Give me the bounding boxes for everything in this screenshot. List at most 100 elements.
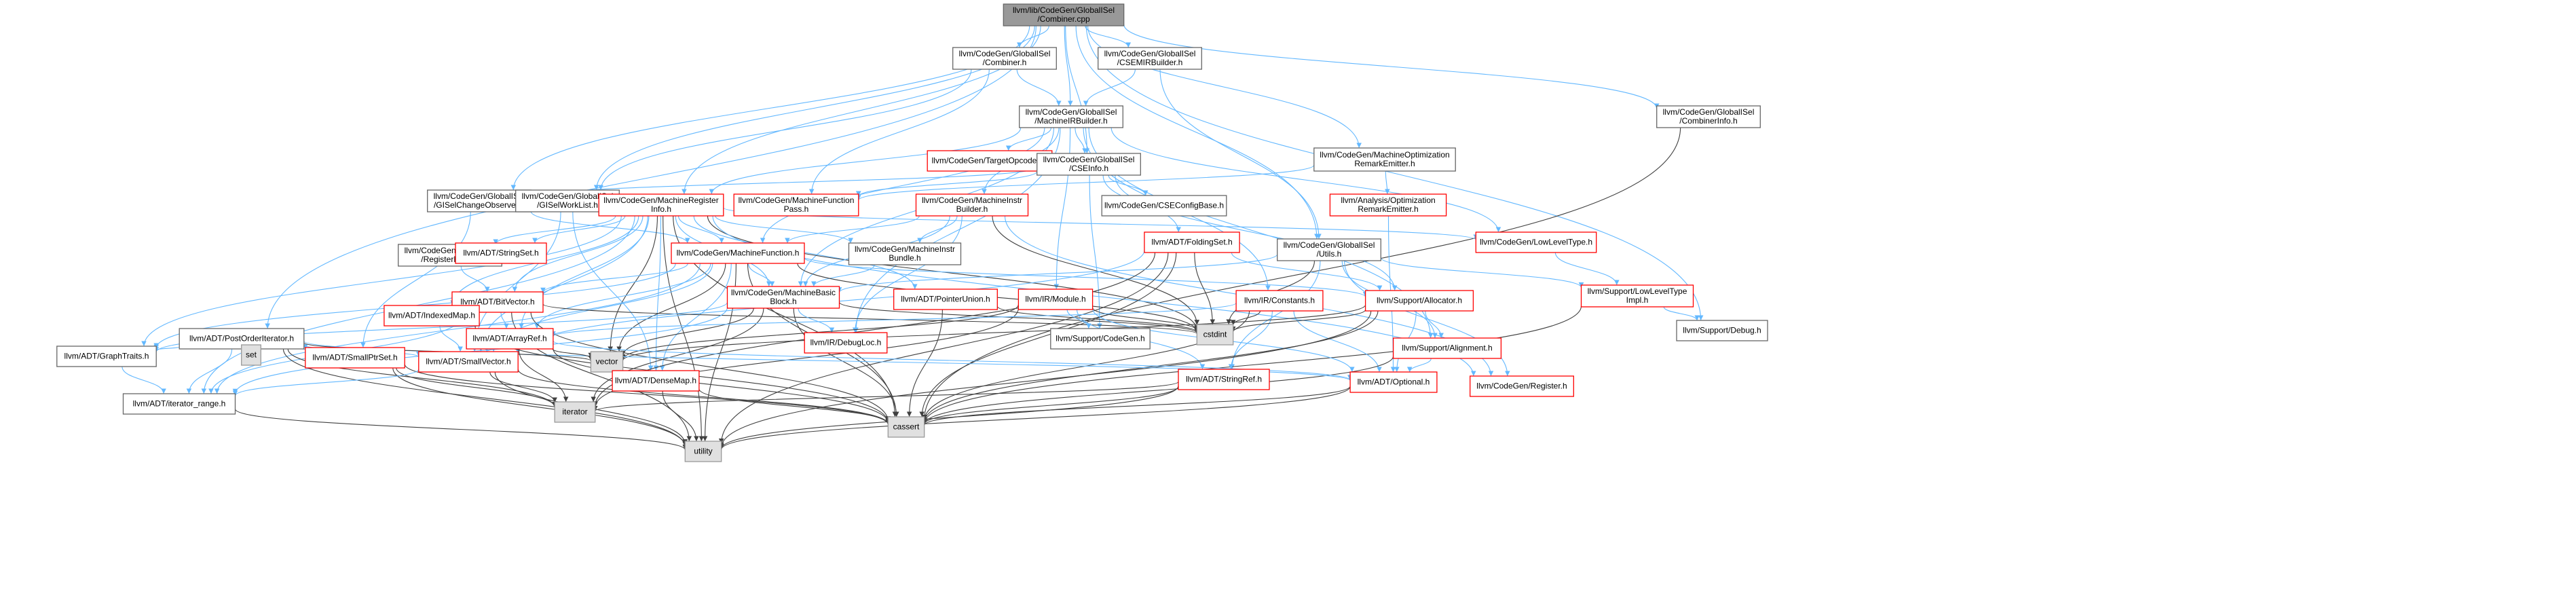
node-combinerinfo[interactable]: llvm/CodeGen/GlobalISel/CombinerInfo.h <box>1656 105 1761 128</box>
node-label-ptrunion-0: llvm/ADT/PointerUnion.h <box>901 295 990 304</box>
node-constants[interactable]: llvm/IR/Constants.h <box>1235 290 1324 312</box>
edge-densemap-to-cassert <box>698 388 891 424</box>
node-label-utils-1: /Utils.h <box>1317 249 1342 259</box>
node-label-postorder-0: llvm/ADT/PostOrderIterator.h <box>189 334 294 343</box>
node-stringset[interactable]: llvm/ADT/StringSet.h <box>455 242 547 264</box>
edge-module-to-vector <box>620 304 1019 360</box>
node-mopt[interactable]: llvm/CodeGen/MachineOptimizationRemarkEm… <box>1313 147 1456 172</box>
node-bitvector[interactable]: llvm/ADT/BitVector.h <box>451 291 544 313</box>
edge-arrayref-to-vector <box>552 348 594 358</box>
node-box-root <box>1003 3 1125 26</box>
edge-mirbuilder-to-lowlevel <box>1110 127 1501 233</box>
edge-mri-to-mf <box>677 215 724 244</box>
edge-cseinfo-to-supcodegen <box>1089 174 1102 329</box>
node-targetopcodes[interactable]: llvm/CodeGen/TargetOpcodes.h <box>927 150 1053 172</box>
node-debug[interactable]: llvm/Support/Debug.h <box>1676 320 1768 341</box>
edge-mri-to-stringset <box>532 215 626 244</box>
node-label-allocator-0: llvm/Support/Allocator.h <box>1377 296 1462 305</box>
node-densemap[interactable]: llvm/ADT/DenseMap.h <box>612 370 700 392</box>
node-csecfg[interactable]: llvm/CodeGen/CSEConfigBase.h <box>1101 195 1227 217</box>
node-box-mbb <box>726 286 840 309</box>
node-box-mri <box>598 193 724 217</box>
node-mf[interactable]: llvm/CodeGen/MachineFunction.h <box>671 242 805 264</box>
edge-optional-to-utility <box>719 386 1351 450</box>
edge-changeobs-to-mf <box>530 211 690 244</box>
edge-mopt-to-analysisopt <box>1384 170 1390 195</box>
node-analysisopt[interactable]: llvm/Analysis/OptimizationRemarkEmitter.… <box>1329 193 1447 217</box>
node-lowlevel[interactable]: llvm/CodeGen/LowLevelType.h <box>1475 231 1597 253</box>
edge-module-to-supcodegen <box>1066 309 1091 329</box>
node-root[interactable]: llvm/lib/CodeGen/GlobalISel/Combiner.cpp <box>1003 3 1125 26</box>
node-smallptrset[interactable]: llvm/ADT/SmallPtrSet.h <box>305 347 405 369</box>
edge-cseinfo-to-mfpass <box>856 171 1038 197</box>
node-label-mopt-1: RemarkEmitter.h <box>1354 159 1415 168</box>
edge-graphtraits-to-iterrange <box>122 366 166 394</box>
node-combiner_h[interactable]: llvm/CodeGen/GlobalISel/Combiner.h <box>952 47 1057 70</box>
node-label-stringref-0: llvm/ADT/StringRef.h <box>1186 375 1262 384</box>
dependency-nodes: llvm/lib/CodeGen/GlobalISel/Combiner.cpp… <box>56 3 1768 462</box>
node-box-utility <box>684 441 722 462</box>
edge-constants-to-stringref <box>1228 310 1273 370</box>
edge-root-to-combinerinfo <box>1123 24 1660 109</box>
node-label-changeobs-0: llvm/CodeGen/GlobalISel <box>434 191 525 201</box>
node-vector[interactable]: vector <box>590 351 624 373</box>
node-worklist[interactable]: llvm/CodeGen/GlobalISel/GISelWorkList.h <box>515 189 620 212</box>
node-foldingset[interactable]: llvm/ADT/FoldingSet.h <box>1144 231 1240 253</box>
node-graphtraits[interactable]: llvm/ADT/GraphTraits.h <box>56 346 157 367</box>
node-alignment[interactable]: llvm/Support/Alignment.h <box>1392 337 1502 359</box>
node-box-supcodegen <box>1050 328 1151 350</box>
edge-mf-to-arrayref <box>534 263 711 329</box>
edge-lltimpl-to-debug <box>1663 306 1700 321</box>
node-module[interactable]: llvm/IR/Module.h <box>1018 288 1094 310</box>
edge-arrayref-to-iterator <box>518 348 569 403</box>
node-utils[interactable]: llvm/CodeGen/GlobalISel/Utils.h <box>1277 238 1381 261</box>
node-label-lltimpl-1: Impl.h <box>1626 295 1649 305</box>
edge-mri-to-cstdint <box>707 215 1200 331</box>
edge-worklist-to-smallvector <box>472 211 561 352</box>
node-supcodegen[interactable]: llvm/Support/CodeGen.h <box>1050 328 1151 350</box>
node-label-indexedmap-0: llvm/ADT/IndexedMap.h <box>388 311 475 320</box>
edge-foldingset-to-utility <box>718 252 1169 444</box>
node-cseinfo[interactable]: llvm/CodeGen/GlobalISel/CSEInfo.h <box>1037 153 1141 176</box>
node-ptrunion[interactable]: llvm/ADT/PointerUnion.h <box>893 288 998 310</box>
node-debugloc[interactable]: llvm/IR/DebugLoc.h <box>804 332 888 354</box>
node-mirbuilder[interactable]: llvm/CodeGen/GlobalISel/MachineIRBuilder… <box>1019 105 1123 128</box>
node-indexedmap[interactable]: llvm/ADT/IndexedMap.h <box>384 305 480 327</box>
node-label-mbb-1: Block.h <box>770 297 796 306</box>
node-iterrange[interactable]: llvm/ADT/iterator_range.h <box>122 393 236 415</box>
node-allocator[interactable]: llvm/Support/Allocator.h <box>1364 290 1474 312</box>
node-stringref[interactable]: llvm/ADT/StringRef.h <box>1178 369 1270 390</box>
edge-foldingset-to-cassert <box>919 252 1177 417</box>
node-cstdint[interactable]: cstdint <box>1196 324 1234 346</box>
node-label-mibundle-0: llvm/CodeGen/MachineInstr <box>855 244 955 254</box>
node-csemir[interactable]: llvm/CodeGen/GlobalISel/CSEMIRBuilder.h <box>1098 47 1202 70</box>
node-label-module-0: llvm/IR/Module.h <box>1025 295 1085 304</box>
node-arrayref[interactable]: llvm/ADT/ArrayRef.h <box>466 328 554 350</box>
node-label-constants-0: llvm/IR/Constants.h <box>1244 296 1315 305</box>
node-box-densemap <box>612 370 700 392</box>
node-cassert[interactable]: cassert <box>887 416 925 438</box>
edge-lowlevel-to-lltimpl <box>1554 252 1620 286</box>
node-box-register <box>1470 375 1574 397</box>
node-utility[interactable]: utility <box>684 441 722 462</box>
node-register[interactable]: llvm/CodeGen/Register.h <box>1470 375 1574 397</box>
edge-worklist-to-densemap <box>572 211 654 371</box>
node-box-cstdint <box>1196 324 1234 346</box>
node-optional[interactable]: llvm/ADT/Optional.h <box>1349 371 1438 393</box>
edge-mirbuilder-to-module <box>1053 127 1071 290</box>
node-set[interactable]: set <box>241 344 261 366</box>
node-label-iterator-0: iterator <box>562 407 587 417</box>
node-box-combiner_h <box>952 47 1057 70</box>
node-label-debug-0: llvm/Support/Debug.h <box>1683 326 1761 335</box>
edge-utils-to-mbb <box>836 254 1278 293</box>
node-smallvector[interactable]: llvm/ADT/SmallVector.h <box>418 351 519 373</box>
edge-smallvector-to-iterrange <box>232 369 419 396</box>
node-iterator[interactable]: iterator <box>554 401 596 423</box>
node-changeobs[interactable]: llvm/CodeGen/GlobalISel/GISelChangeObser… <box>427 189 531 212</box>
